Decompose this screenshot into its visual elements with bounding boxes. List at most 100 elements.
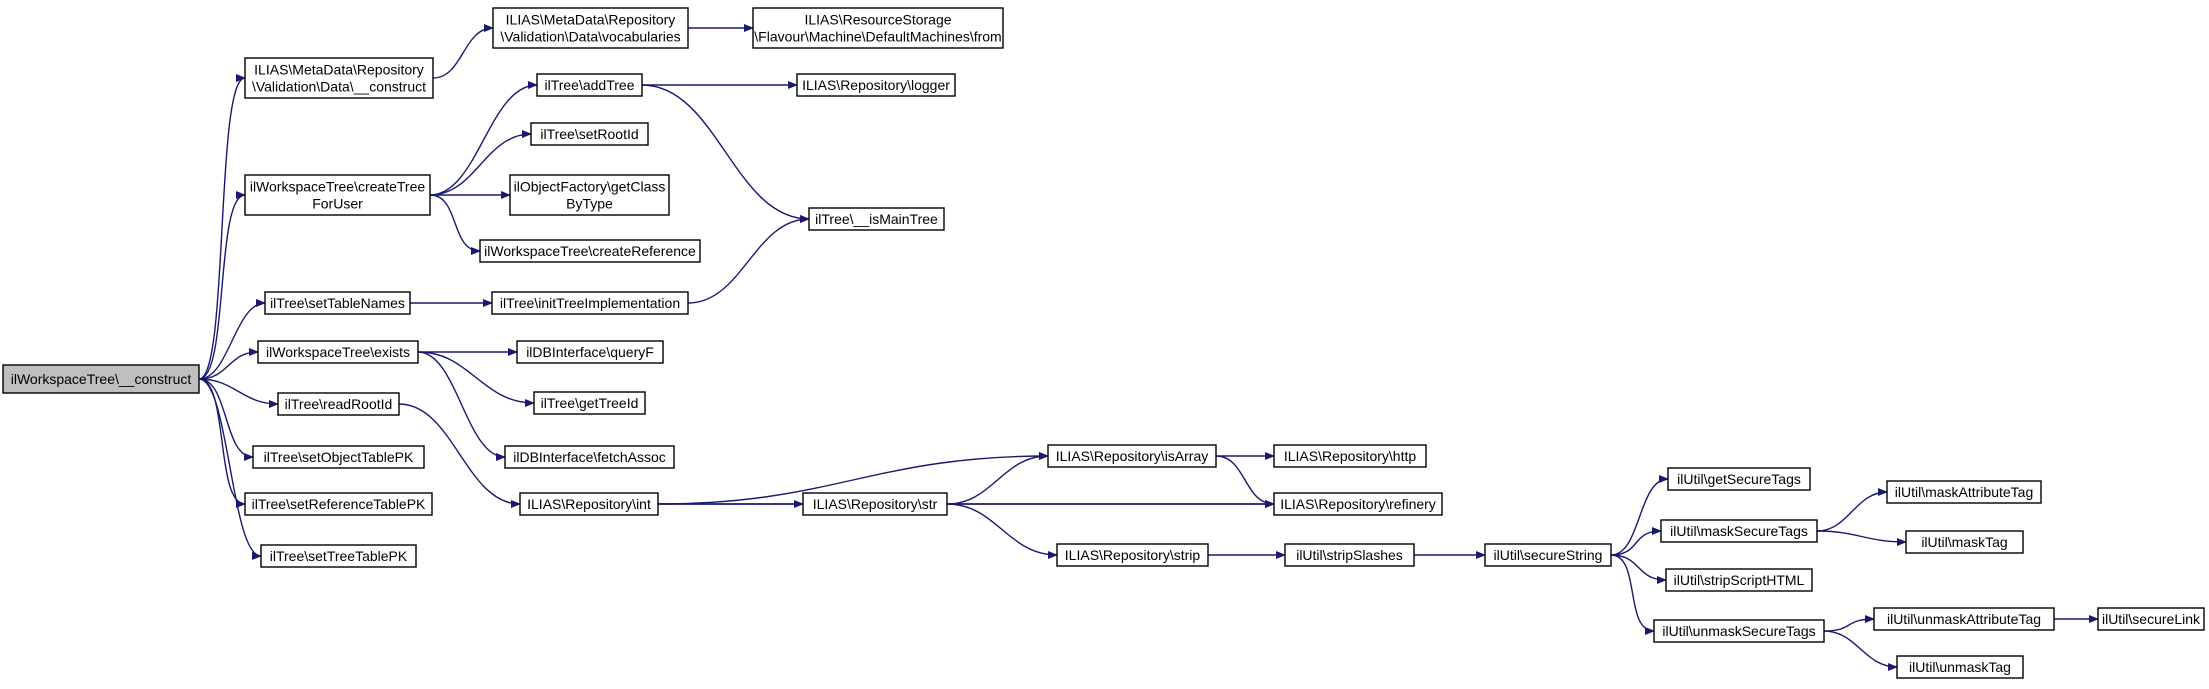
call-edge-exists-to-getTreeId <box>417 351 535 407</box>
node-label: ilWorkspaceTree\__construct <box>11 371 192 387</box>
node-label: ilTree\getTreeId <box>541 395 639 411</box>
node-box <box>533 391 646 415</box>
node-repoStr[interactable]: ILIAS\Repository\str <box>802 492 948 516</box>
call-edge-unmaskSecureTags-to-unmaskTag <box>1823 630 1898 671</box>
node-setTreeTablePK[interactable]: ilTree\setTreeTablePK <box>260 544 417 568</box>
node-createRef[interactable]: ilWorkspaceTree\createReference <box>479 239 701 263</box>
node-unmaskTag[interactable]: ilUtil\unmaskTag <box>1896 655 2024 679</box>
node-label: ilTree\setRootId <box>540 126 638 142</box>
node-label: ilUtil\maskSecureTags <box>1670 523 1808 539</box>
node-fetchAssoc[interactable]: ilDBInterface\fetchAssoc <box>504 445 675 469</box>
node-setTableNames[interactable]: ilTree\setTableNames <box>264 291 411 315</box>
call-edge-secureString-to-maskSecureTags <box>1610 527 1662 556</box>
node-maskTag[interactable]: ilUtil\maskTag <box>1905 530 2024 554</box>
call-edge-initTreeImpl-to-isMainTree <box>687 215 810 304</box>
node-exists[interactable]: ilWorkspaceTree\exists <box>257 340 419 364</box>
node-box <box>536 73 643 97</box>
node-initTreeImpl[interactable]: ilTree\initTreeImplementation <box>491 291 689 315</box>
node-repoIsArray[interactable]: ILIAS\Repository\isArray <box>1047 444 1217 468</box>
node-label: ilTree\setTableNames <box>270 295 405 311</box>
node-box <box>516 340 664 364</box>
node-getSecureTags[interactable]: ilUtil\getSecureTags <box>1667 467 1811 491</box>
node-queryF[interactable]: ilDBInterface\queryF <box>516 340 664 364</box>
node-label: ilUtil\maskAttributeTag <box>1895 484 2034 500</box>
node-logger[interactable]: ILIAS\Repository\logger <box>796 73 956 97</box>
node-setObjectTablePK[interactable]: ilTree\setObjectTablePK <box>252 445 425 469</box>
node-isMainTree[interactable]: ilTree\__isMainTree <box>808 207 945 231</box>
call-edge-repoIsArray-to-repoRefinery <box>1215 455 1275 508</box>
node-box <box>1284 543 1415 567</box>
call-edge-repoStr-to-repoIsArray <box>946 452 1049 505</box>
node-mdConstruct[interactable]: ILIAS\MetaData\Repository\Validation\Dat… <box>244 57 434 99</box>
node-stripScriptHTML[interactable]: ilUtil\stripScriptHTML <box>1665 568 1813 592</box>
node-box <box>244 57 434 99</box>
node-secureLink[interactable]: ilUtil\secureLink <box>2097 607 2205 631</box>
node-defaultMachines[interactable]: ILIAS\ResourceStorage\Flavour\Machine\De… <box>752 7 1004 49</box>
node-secureString[interactable]: ilUtil\secureString <box>1484 543 1612 567</box>
node-readRootId[interactable]: ilTree\readRootId <box>277 392 400 416</box>
call-edge-readRootId-to-repoInt <box>398 403 521 508</box>
node-repoInt[interactable]: ILIAS\Repository\int <box>519 492 659 516</box>
node-label: ILIAS\MetaData\Repository <box>254 62 424 78</box>
node-label: ilUtil\secureString <box>1494 547 1603 563</box>
call-edge-createTree-to-setRootId <box>429 130 532 196</box>
node-box <box>277 392 400 416</box>
call-edge-createTree-to-addTree <box>429 81 538 196</box>
node-box <box>509 174 670 216</box>
node-box <box>491 291 689 315</box>
node-label: ILIAS\Repository\str <box>813 496 938 512</box>
call-edge-maskSecureTags-to-maskTag <box>1816 530 1907 546</box>
node-box <box>479 239 701 263</box>
node-label: ilTree\addTree <box>544 77 634 93</box>
node-label: \Flavour\Machine\DefaultMachines\from <box>754 29 1001 45</box>
node-mdVocab[interactable]: ILIAS\MetaData\Repository\Validation\Dat… <box>492 7 689 49</box>
node-repoStrip[interactable]: ILIAS\Repository\strip <box>1056 543 1209 567</box>
node-maskAttributeTag[interactable]: ilUtil\maskAttributeTag <box>1886 480 2042 504</box>
node-repoRefinery[interactable]: ILIAS\Repository\refinery <box>1273 492 1443 516</box>
node-repoHttp[interactable]: ILIAS\Repository\http <box>1273 444 1427 468</box>
node-box <box>1873 607 2055 631</box>
call-edge-exists-to-fetchAssoc <box>417 351 506 461</box>
node-label: ILIAS\Repository\refinery <box>1280 496 1436 512</box>
node-label: ilObjectFactory\getClass <box>514 179 666 195</box>
node-stripSlashes[interactable]: ilUtil\stripSlashes <box>1284 543 1415 567</box>
node-setRootId[interactable]: ilTree\setRootId <box>530 122 649 146</box>
call-edge-repoStr-to-repoStrip <box>946 503 1058 559</box>
node-addTree[interactable]: ilTree\addTree <box>536 73 643 97</box>
node-label: ILIAS\Repository\logger <box>802 77 950 93</box>
node-label: ilDBInterface\queryF <box>526 344 654 360</box>
node-unmaskAttributeTag[interactable]: ilUtil\unmaskAttributeTag <box>1873 607 2055 631</box>
call-edge-secureString-to-unmaskSecureTags <box>1610 554 1655 635</box>
call-nodes: ilWorkspaceTree\__construct ILIAS\MetaDat… <box>2 7 2205 679</box>
node-box <box>1484 543 1612 567</box>
node-box <box>808 207 945 231</box>
node-box <box>1896 655 2024 679</box>
node-box <box>1273 444 1427 468</box>
node-label: ilTree\setObjectTablePK <box>264 449 414 465</box>
node-label: ilTree\initTreeImplementation <box>500 295 680 311</box>
node-root[interactable]: ilWorkspaceTree\__construct <box>2 364 200 394</box>
node-maskSecureTags[interactable]: ilUtil\maskSecureTags <box>1660 519 1818 543</box>
node-unmaskSecureTags[interactable]: ilUtil\unmaskSecureTags <box>1653 619 1825 643</box>
node-label: ilUtil\getSecureTags <box>1677 471 1801 487</box>
node-box <box>244 492 433 516</box>
node-label: ILIAS\Repository\strip <box>1065 547 1201 563</box>
call-edge-root-to-setObjectTablePK <box>198 378 254 461</box>
call-edge-secureString-to-stripScriptHTML <box>1610 554 1667 584</box>
node-label: ilWorkspaceTree\exists <box>266 344 410 360</box>
node-label: \Validation\Data\vocabularies <box>500 29 680 45</box>
call-edge-root-to-exists <box>198 348 259 380</box>
call-edge-root-to-setTreeTablePK <box>198 378 262 560</box>
node-setReferenceTablePK[interactable]: ilTree\setReferenceTablePK <box>244 492 433 516</box>
node-label: ilUtil\stripSlashes <box>1296 547 1403 563</box>
node-box <box>752 7 1004 49</box>
call-edge-createTree-to-createRef <box>429 194 481 255</box>
node-getTreeId[interactable]: ilTree\getTreeId <box>533 391 646 415</box>
node-box <box>257 340 419 364</box>
node-label: ILIAS\MetaData\Repository <box>506 12 676 28</box>
node-box <box>1273 492 1443 516</box>
node-box <box>492 7 689 49</box>
